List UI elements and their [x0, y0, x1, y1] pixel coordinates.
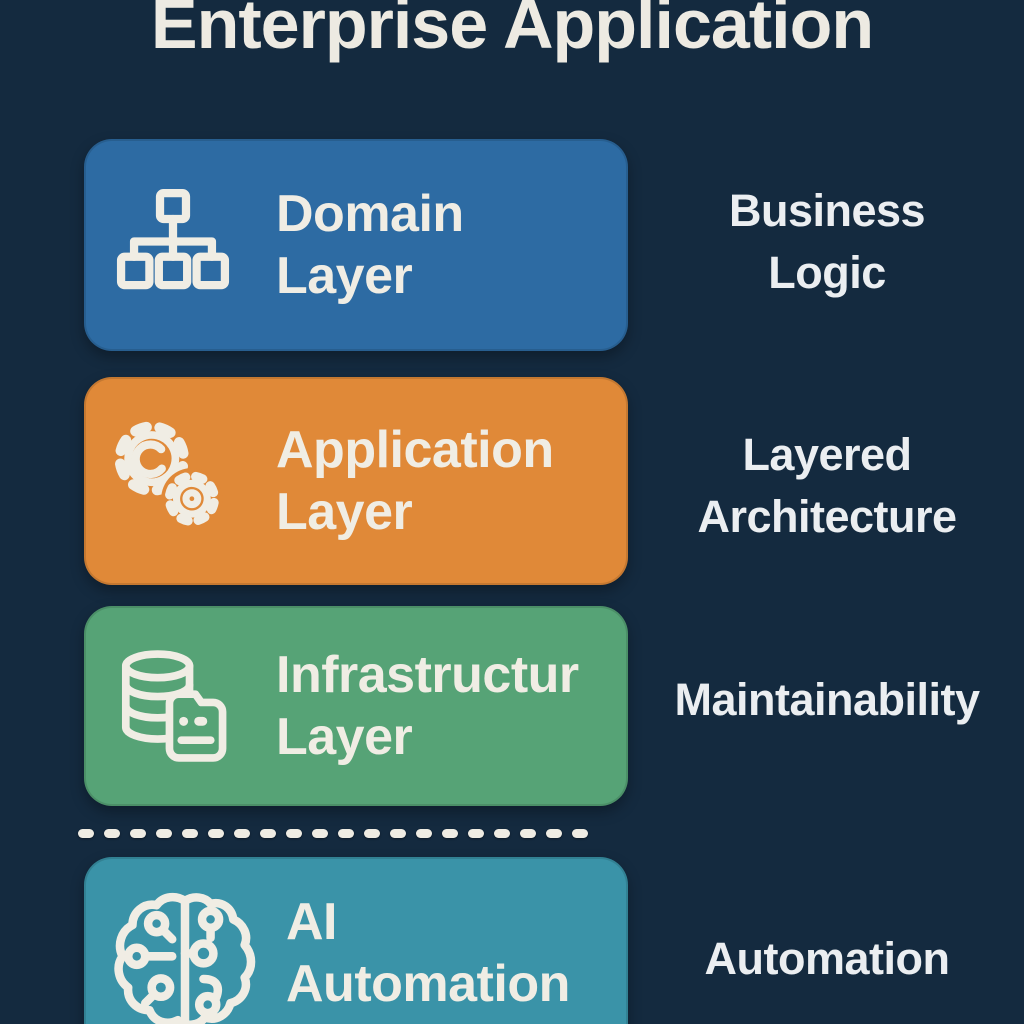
dashed-divider — [78, 829, 592, 838]
side-label-automation: Automation — [630, 928, 1024, 990]
side-label-maintainability: Maintainability — [630, 669, 1024, 731]
card-title-line1: Domain — [276, 185, 464, 243]
card-title-line2: Layer — [276, 483, 413, 541]
layer-card-application: Application Layer — [84, 377, 628, 585]
dash — [546, 829, 562, 838]
dash — [572, 829, 588, 838]
dash — [182, 829, 198, 838]
page-title: Enterprise Application — [150, 0, 874, 63]
side-label-line1: Business — [728, 185, 926, 236]
side-label-line1: Layered — [742, 429, 912, 480]
gears-icon — [114, 415, 232, 547]
dash — [468, 829, 484, 838]
side-label-line2: Logic — [768, 247, 886, 298]
card-title-line1: Application — [276, 421, 554, 479]
dash — [416, 829, 432, 838]
layer-card-ai-automation: AI Automation — [84, 857, 628, 1024]
dash — [390, 829, 406, 838]
dash — [520, 829, 536, 838]
layer-card-infrastructure: Infrastructur Layer — [84, 606, 628, 806]
card-title-line2: Layer — [276, 708, 413, 766]
card-title-infrastructure: Infrastructur Layer — [276, 644, 579, 768]
sitemap-icon — [114, 179, 232, 311]
dash — [208, 829, 224, 838]
card-title-ai-automation: AI Automation — [286, 891, 570, 1015]
card-title-line1: AI — [286, 893, 337, 951]
dash — [442, 829, 458, 838]
dash — [260, 829, 276, 838]
database-server-icon — [114, 640, 232, 772]
card-title-line2: Automation — [286, 955, 570, 1013]
dash — [286, 829, 302, 838]
dash — [234, 829, 250, 838]
brain-circuit-icon — [114, 891, 256, 1024]
dash — [338, 829, 354, 838]
side-label-business-logic: Business Logic — [630, 180, 1024, 304]
dash — [78, 829, 94, 838]
card-title-line2: Layer — [276, 247, 413, 305]
dash — [130, 829, 146, 838]
side-label-line1: Automation — [704, 933, 950, 984]
card-title-domain: Domain Layer — [276, 183, 464, 307]
side-label-layered-architecture: Layered Architecture — [630, 424, 1024, 548]
dash — [494, 829, 510, 838]
dash — [104, 829, 120, 838]
side-label-line1: Maintainability — [674, 674, 980, 725]
side-label-line2: Architecture — [697, 491, 957, 542]
dash — [364, 829, 380, 838]
card-title-line1: Infrastructur — [276, 646, 579, 704]
card-title-application: Application Layer — [276, 419, 554, 543]
dash — [312, 829, 328, 838]
dash — [156, 829, 172, 838]
layer-card-domain: Domain Layer — [84, 139, 628, 351]
